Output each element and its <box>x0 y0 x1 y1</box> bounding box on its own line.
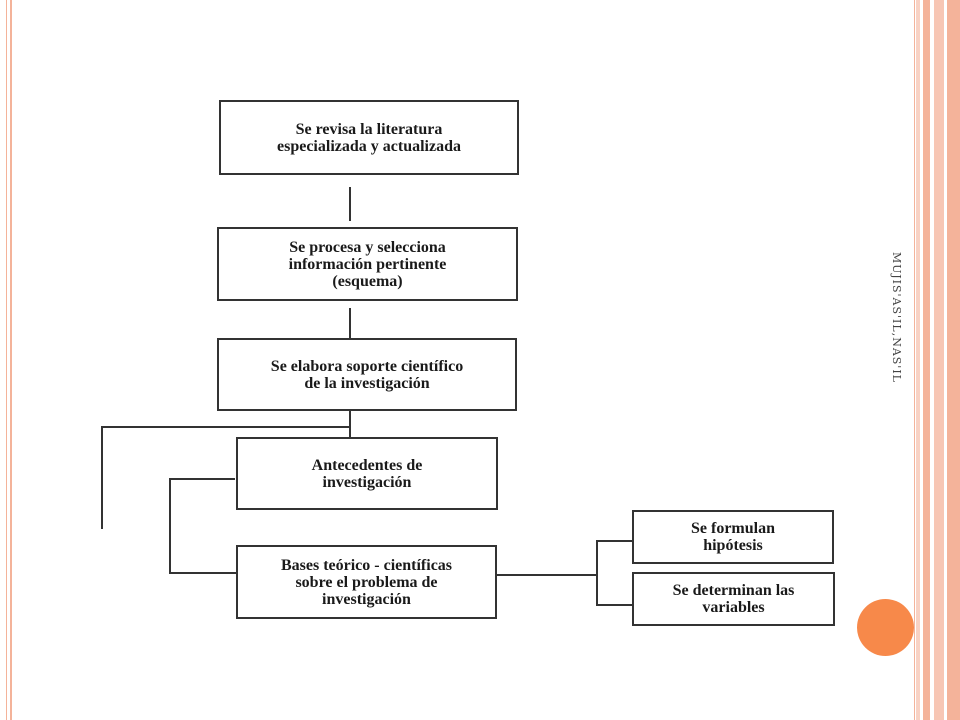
side-vertical-text: MUJIS'AS'IL,NAS'IL <box>890 252 903 383</box>
left-decorative-rule <box>0 0 12 720</box>
step-revisa-literatura: Se revisa la literatura especializada y … <box>219 100 519 175</box>
connector-branch-bracket <box>169 478 237 574</box>
connector-leaf-bracket <box>596 540 632 606</box>
box-determinan-variables: Se determinan las variables <box>632 572 835 626</box>
right-decorative-band <box>916 0 960 720</box>
box-bases-teoricas: Bases teórico - científicas sobre el pro… <box>236 545 497 619</box>
accent-circle <box>857 599 914 656</box>
step-elabora-soporte: Se elabora soporte científico de la inve… <box>217 338 517 411</box>
connector-left-bracket <box>101 426 350 529</box>
box-formulan-hipotesis: Se formulan hipótesis <box>632 510 834 564</box>
box-antecedentes: Antecedentes de investigación <box>236 437 498 510</box>
right-band-line <box>914 0 915 720</box>
step-procesa-informacion: Se procesa y selecciona información pert… <box>217 227 518 301</box>
